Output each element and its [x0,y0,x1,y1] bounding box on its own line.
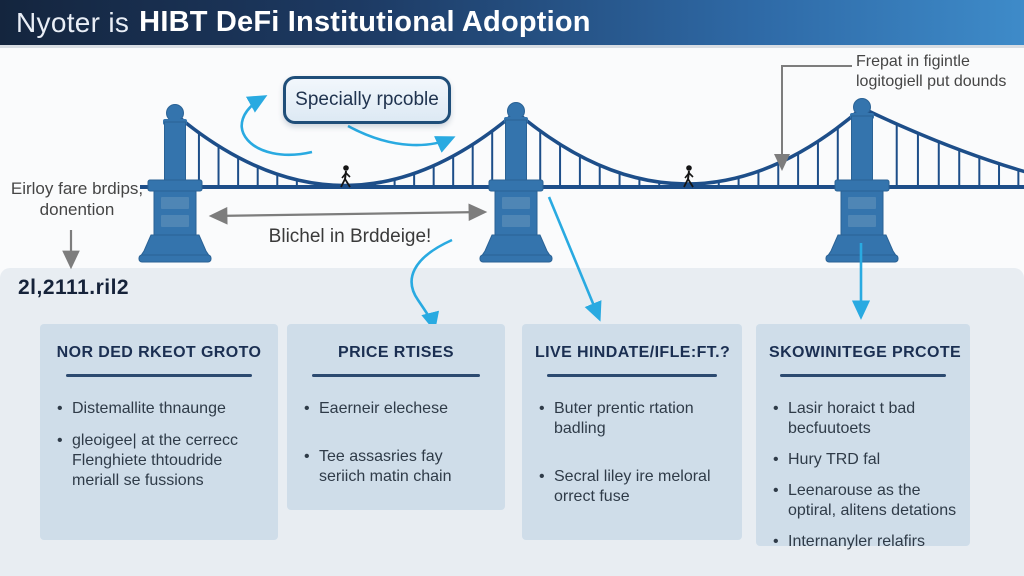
card-title: PRICE RTISES [338,344,454,361]
left-note: Eirloy fare brdips, donention [2,178,152,221]
card-bullet-list: Distemallite thnaunge gleoigee| at the c… [53,399,265,491]
title-bar: Nyoter is HIBT DeFi Institutional Adopti… [0,0,1024,48]
card-title-underline [311,374,481,377]
callout-label: Specially rpcoble [295,89,439,110]
bullet-item: gleoigee| at the cerrecc Flenghiete thto… [57,431,265,491]
bullet-item: Secral liley ire meloral orrect fuse [539,467,729,507]
card-title-underline [546,374,718,377]
bridge-span-label: Blichel in Brddeige! [268,226,432,247]
card-skowinitege-prcote: SKOWINITEGE PRCOTE Lasir horaict t bad b… [756,324,970,552]
card-price-rtises: PRICE RTISES Eaerneir elechese Tee assas… [287,324,505,510]
pedestrian-figure [683,165,694,188]
page-title: HIBT DeFi Institutional Adoption [139,6,591,38]
span-measure-arrow [208,203,488,225]
card-bullet-list: Lasir horaict t bad becfuutoets Hury TRD… [769,399,957,552]
suspension-cable [514,106,864,186]
right-note-connector-arrow [774,65,852,171]
bullet-item: Hury TRD fal [773,450,957,470]
right-note-line-1: Frepat in figintle [856,53,970,70]
pedestrian-figure [340,165,351,188]
callout-box: Specially rpcoble [283,76,451,124]
panel-code-label: 2l,2111.ril2 [18,276,130,299]
card-title: NOR DED RKEOT GROTO [56,344,262,361]
card-live-hindate: LIVE HINDATE/IFLE:FT.? Buter prentic rta… [522,324,742,540]
bridge-tower [479,102,553,263]
card-title-underline [780,374,946,377]
bullet-item: Tee assasries fay seriich matin chain [304,447,492,487]
card-bullet-list: Eaerneir elechese Tee assasries fay seri… [300,399,492,487]
right-note-line-2: logitogiell put dounds [856,73,1007,90]
bullet-item: Lasir horaict t bad becfuutoets [773,399,957,439]
left-note-line-2: donention [39,200,115,220]
bullet-item: Eaerneir elechese [304,399,492,419]
right-note: Frepat in figintle logitogiell put dound… [856,52,1024,92]
bullet-item: Internanyler relafirs [773,532,957,552]
bullet-item: Leenarouse as the optiral, alitens detat… [773,481,957,521]
card-title: SKOWINITEGE PRCOTE [769,344,962,361]
card-title-underline [65,374,253,377]
bullet-item: Distemallite thnaunge [57,399,265,419]
left-note-line-1: Eirloy fare brdips, [10,179,144,198]
card-nor-ded-rkeot: NOR DED RKEOT GROTO Distemallite thnaung… [40,324,278,540]
bridge-tower [825,98,899,263]
title-prefix: Nyoter is [16,6,130,38]
callout-out-arrow [347,124,456,153]
suspension-cable [861,106,1024,174]
card-title: LIVE HINDATE/IFLE:FT.? [535,344,731,361]
card-bullet-list: Buter prentic rtation badling Secral lil… [535,399,729,507]
bullet-item: Buter prentic rtation badling [539,399,729,439]
